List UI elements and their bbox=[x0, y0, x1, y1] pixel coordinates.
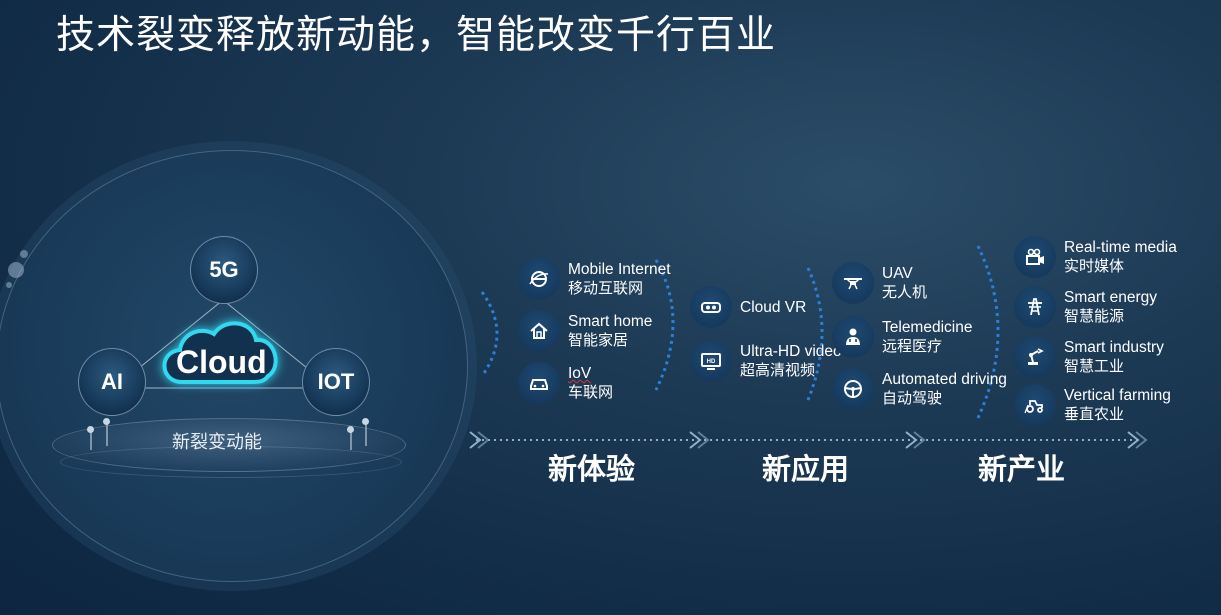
list-item: Cloud VR bbox=[690, 286, 806, 328]
item-en: Telemedicine bbox=[882, 319, 973, 336]
hd-tv-icon: HD bbox=[690, 340, 732, 382]
item-zh: 远程医疗 bbox=[882, 337, 943, 355]
triangle-links bbox=[117, 299, 329, 389]
list-item: Smart home 智能家居 bbox=[518, 310, 652, 352]
item-en: Smart home bbox=[568, 313, 653, 330]
item-zh: 无人机 bbox=[882, 283, 928, 301]
list-item: Automated driving 自动驾驶 bbox=[832, 368, 1007, 410]
item-zh: 智能家居 bbox=[568, 331, 629, 349]
item-zh: 移动互联网 bbox=[568, 279, 644, 297]
platform-pin bbox=[87, 426, 94, 450]
list-item: Telemedicine 远程医疗 bbox=[832, 316, 972, 358]
list-item: UAV 无人机 bbox=[832, 262, 927, 304]
car-icon bbox=[518, 362, 560, 404]
decor-dot bbox=[8, 262, 24, 278]
item-en: Automated driving bbox=[882, 371, 1007, 388]
platform-pin bbox=[103, 418, 110, 446]
category-experience: 新体验 bbox=[548, 452, 636, 486]
item-zh: 智慧能源 bbox=[1064, 307, 1125, 325]
item-en: Smart energy bbox=[1064, 289, 1158, 306]
doctor-icon bbox=[832, 316, 874, 358]
platform-label: 新裂变动能 bbox=[172, 432, 262, 453]
item-en: UAV bbox=[882, 265, 913, 282]
internet-explorer-icon bbox=[518, 258, 560, 300]
list-item: Smart industry 智慧工业 bbox=[1014, 336, 1164, 378]
decor-dot bbox=[20, 250, 28, 258]
item-en: Ultra-HD video bbox=[740, 343, 842, 360]
item-en: Real-time media bbox=[1064, 239, 1177, 256]
decor-dot bbox=[6, 282, 12, 288]
item-zh: 实时媒体 bbox=[1064, 257, 1125, 275]
vr-headset-icon bbox=[690, 286, 732, 328]
svg-text:HD: HD bbox=[707, 359, 716, 365]
list-item: IoV 车联网 bbox=[518, 362, 613, 404]
item-en: Mobile Internet bbox=[568, 261, 671, 278]
node-iot: IOT bbox=[302, 348, 370, 416]
page-title: 技术裂变释放新动能，智能改变千行百业 bbox=[56, 13, 777, 58]
cloud-label: Cloud bbox=[176, 344, 267, 380]
item-en: IoV bbox=[568, 365, 592, 382]
platform-ring bbox=[60, 446, 402, 478]
item-en: Vertical farming bbox=[1064, 387, 1171, 404]
cloud-icon bbox=[162, 321, 278, 384]
list-item: HD Ultra-HD video 超高清视频 bbox=[690, 340, 842, 382]
tractor-icon bbox=[1014, 384, 1056, 426]
item-zh: 超高清视频 bbox=[740, 361, 816, 379]
item-zh: 垂直农业 bbox=[1064, 405, 1125, 423]
list-item: Vertical farming 垂直农业 bbox=[1014, 384, 1171, 426]
robot-arm-icon bbox=[1014, 336, 1056, 378]
list-item: Smart energy 智慧能源 bbox=[1014, 286, 1157, 328]
drone-icon bbox=[832, 262, 874, 304]
item-en: Cloud VR bbox=[740, 298, 807, 316]
item-zh: 车联网 bbox=[568, 383, 614, 401]
steering-wheel-icon bbox=[832, 368, 874, 410]
item-en: Smart industry bbox=[1064, 339, 1164, 356]
category-industry: 新产业 bbox=[978, 452, 1066, 486]
node-ai: AI bbox=[78, 348, 146, 416]
list-item: Real-time media 实时媒体 bbox=[1014, 236, 1177, 278]
house-icon bbox=[518, 310, 560, 352]
video-camera-icon bbox=[1014, 236, 1056, 278]
node-5g: 5G bbox=[190, 236, 258, 304]
platform-pin bbox=[362, 418, 369, 446]
category-applications: 新应用 bbox=[762, 452, 850, 486]
item-zh: 智慧工业 bbox=[1064, 357, 1125, 375]
platform-pin bbox=[347, 426, 354, 450]
list-item: Mobile Internet 移动互联网 bbox=[518, 258, 671, 300]
item-zh: 自动驾驶 bbox=[882, 389, 943, 407]
power-tower-icon bbox=[1014, 286, 1056, 328]
